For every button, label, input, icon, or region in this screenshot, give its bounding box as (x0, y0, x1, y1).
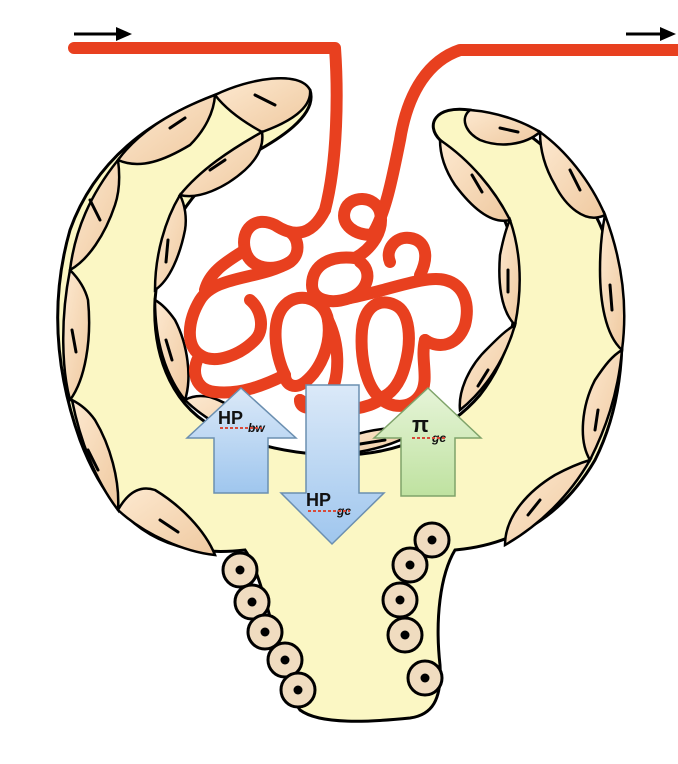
flow-arrow-in (74, 27, 132, 41)
flow-arrow-out (626, 27, 676, 41)
pi-gc-label: π (412, 412, 429, 437)
tubule-cells-right (381, 521, 451, 697)
afferent-arteriole (68, 42, 343, 216)
cell-nuclei-marks (70, 93, 614, 534)
pi-gc-up-arrow: π gc (372, 386, 483, 497)
tubule-cells-left (221, 551, 317, 709)
parietal-cells-left (62, 77, 312, 557)
hp-bw-label: HP (218, 408, 243, 428)
hp-gc-label: HP (306, 490, 331, 510)
hp-gc-down-arrow: HP gc (279, 384, 386, 546)
hp-bw-up-arrow: HP bw (185, 386, 298, 494)
